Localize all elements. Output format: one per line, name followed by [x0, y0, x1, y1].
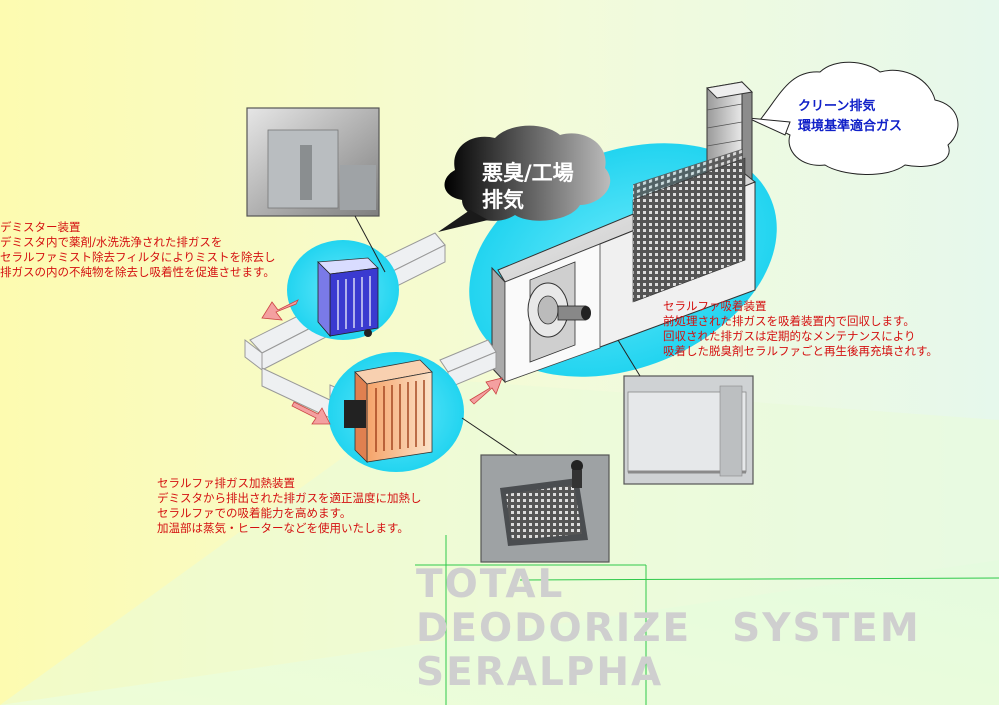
- clean-exhaust-line-2: 環境基準適合ガス: [798, 119, 903, 134]
- system-title-line-1: TOTAL: [416, 562, 565, 607]
- arrow-to-heater: [291, 401, 331, 425]
- clean-exhaust-line-1: クリーン排気: [798, 99, 876, 114]
- heater-unit: [344, 359, 433, 463]
- heater-line: セラルファでの吸着能力を高めます。: [157, 506, 352, 520]
- system-title-line-2: DEODORIZE SYSTEM: [416, 606, 921, 651]
- odor-exhaust-cloud-tail: [438, 210, 488, 232]
- demister-unit: [317, 257, 379, 338]
- adsorber-title: セラルファ吸着装置: [663, 299, 767, 313]
- arrow-to-adsorber: [469, 377, 503, 405]
- demister-line: 排ガスの内の不純物を除去し吸着性を促進させます。: [0, 265, 275, 279]
- photo-demister-site: [246, 107, 380, 217]
- adsorber-line: 前処理された排ガスを吸着装置内で回収します。: [663, 314, 915, 328]
- demister-title: デミスター装置: [0, 220, 81, 234]
- adsorber-line: 回収された排ガスは定期的なメンテナンスにより: [663, 329, 916, 343]
- leader-demister: [354, 215, 386, 273]
- heater-line: デミスタから排出された排ガスを適正温度に加熱し: [157, 491, 422, 505]
- heater-description: セラルファ排ガス加熱装置 デミスタから排出された排ガスを適正温度に加熱し セラル…: [157, 476, 422, 536]
- photo-heater-site: [480, 454, 610, 563]
- heater-line: 加温部は蒸気・ヒーターなどを使用いたします。: [157, 521, 409, 535]
- odor-exhaust-line-1: 悪臭/工場: [482, 161, 574, 185]
- arrow-demister-out: [261, 299, 299, 321]
- green-guide-lines: [415, 535, 999, 705]
- clean-exhaust-cloud: [759, 61, 959, 175]
- leader-heater: [461, 417, 518, 456]
- odor-exhaust-label: 悪臭/工場 排気: [482, 160, 574, 214]
- demister-line: デミスタ内で薬剤/水洗洗浄された排ガスを: [0, 235, 223, 249]
- heater-title: セラルファ排ガス加熱装置: [157, 476, 295, 490]
- adsorber-unit: [491, 148, 756, 384]
- photo-adsorber-site: [623, 375, 754, 485]
- demister-line: セラルファミスト除去フィルタによりミストを除去し: [0, 250, 276, 264]
- leader-adsorber: [617, 339, 641, 377]
- odor-exhaust-cloud: [444, 125, 611, 221]
- system-title: TOTAL DEODORIZE SYSTEM SERALPHA: [416, 563, 921, 695]
- adsorber-line: 吸着した脱臭剤セラルファごと再生後再充填されす。: [663, 344, 938, 358]
- odor-exhaust-line-2: 排気: [482, 188, 524, 212]
- system-title-line-3: SERALPHA: [416, 650, 664, 695]
- clean-exhaust-label: クリーン排気 環境基準適合ガス: [798, 97, 902, 137]
- adsorber-description: セラルファ吸着装置 前処理された排ガスを吸着装置内で回収します。 回収された排ガ…: [663, 299, 938, 359]
- demister-description: デミスター装置 デミスタ内で薬剤/水洗洗浄された排ガスを セラルファミスト除去フ…: [0, 220, 276, 280]
- flow-arrows: [261, 299, 503, 425]
- clean-exhaust-cloud-tail: [747, 117, 791, 136]
